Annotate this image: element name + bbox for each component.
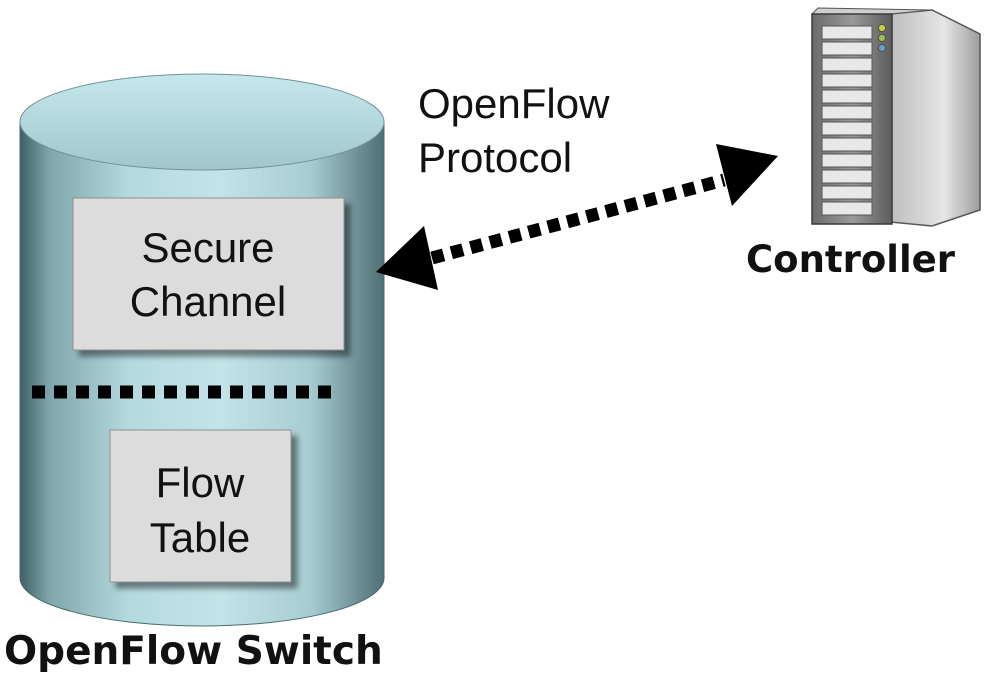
arrow-head-left-icon [376, 226, 438, 290]
secure-channel-box: Secure Channel [72, 197, 345, 351]
arrow-dotted-shaft [430, 173, 726, 265]
flow-table-label-line2: Table [150, 514, 250, 561]
server-side-panel [889, 9, 981, 227]
server-status-light-icon [878, 34, 886, 42]
flow-table-box: Flow Table [109, 429, 292, 583]
secure-channel-label-line2: Channel [130, 278, 286, 325]
server-status-light-icon [878, 24, 886, 32]
server-status-light-icon [878, 44, 886, 52]
controller-label: Controller [746, 238, 956, 281]
bidirectional-dotted-arrow [376, 144, 778, 290]
server-tower-icon [810, 7, 981, 227]
arrow-head-right-icon [716, 144, 778, 206]
openflow-switch-label: OpenFlow Switch [4, 629, 383, 674]
flow-table-label-line1: Flow [156, 459, 245, 506]
protocol-label-line2: Protocol [418, 134, 572, 181]
cylinder-top [19, 73, 385, 171]
protocol-label-line1: OpenFlow [418, 80, 610, 127]
secure-channel-label-line1: Secure [141, 224, 274, 271]
server-drive-bays [821, 25, 873, 216]
